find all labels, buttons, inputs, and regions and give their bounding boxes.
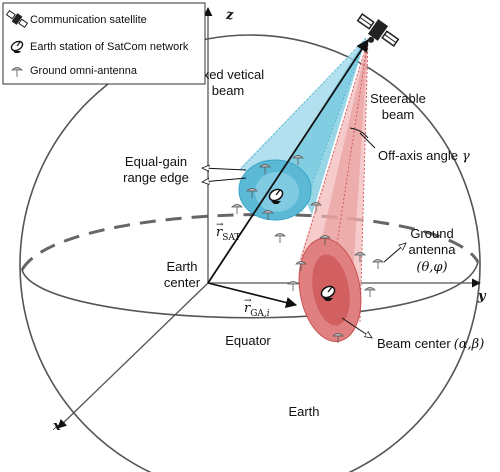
omni-antenna-icon	[319, 235, 331, 245]
ground-antenna-label-line1: Ground	[410, 226, 453, 241]
omni-antenna-icon	[262, 210, 274, 220]
off-axis-angle-arc	[349, 127, 369, 139]
legend-item-satellite: Communication satellite	[30, 14, 147, 26]
r-ga-main: r	[244, 301, 251, 316]
leader-lines	[202, 132, 406, 338]
r-sat-main: r	[216, 225, 223, 240]
omni-antenna-icon	[332, 333, 344, 343]
omni-antenna-icon	[295, 261, 307, 271]
fixed-beam-label-line1: Fixed vetical	[192, 67, 264, 82]
earth-sphere	[19, 34, 481, 472]
omni-antenna-icon	[292, 155, 304, 165]
beam-center-label: Beam center(α,β)	[377, 336, 484, 352]
steerable-beam	[298, 39, 369, 342]
omni-antenna-icon	[372, 259, 384, 269]
omni-antennas	[231, 155, 384, 343]
equal-gain-label-line1: Equal-gain	[125, 154, 187, 169]
r-ga-sub: GA,	[250, 309, 267, 319]
legend: Communication satellite Earth station of…	[2, 2, 206, 85]
satellite-icon	[5, 9, 29, 29]
earth-label: Earth	[288, 404, 319, 419]
earth-center-label-line1: Earth	[166, 259, 197, 274]
omni-antenna-icon	[354, 252, 366, 262]
steerable-beam-label-line1: Steerable	[370, 91, 426, 106]
omni-antenna-icon	[310, 202, 322, 212]
r-sat-vector	[207, 38, 369, 284]
omni-antenna-icon	[287, 281, 299, 291]
r-ga-vector	[207, 282, 298, 308]
omni-antenna-icon	[364, 287, 376, 297]
omni-antenna-icon	[274, 233, 286, 243]
equal-gain-label-line2: range edge	[123, 170, 189, 185]
ground-antenna-coords: (θ,φ)	[416, 260, 447, 275]
ground-antenna-label-line2: antenna	[409, 242, 457, 257]
y-axis-label: y	[477, 289, 487, 304]
off-axis-label: Off-axis angle γ	[378, 148, 470, 164]
r-sat-sub: SAT	[222, 233, 240, 243]
legend-item-earth-station: Earth station of SatCom network	[30, 41, 189, 53]
r-ga-index: i	[267, 309, 270, 319]
earth-center-label-line2: center	[164, 275, 201, 290]
r-sat-arrow: →	[216, 220, 224, 230]
steerable-beam-label-line2: beam	[382, 107, 415, 122]
equator-label: Equator	[225, 333, 271, 348]
beam-center-coords: (α,β)	[454, 337, 485, 352]
omni-antenna-icon	[11, 67, 23, 77]
earth-station-dish-icon	[320, 285, 336, 301]
r-ga-arrow: →	[244, 296, 252, 306]
omni-antenna-icon	[246, 188, 258, 198]
z-axis-label: z	[225, 8, 234, 23]
satellite-icon	[356, 13, 400, 47]
fixed-beam-label-line2: beam	[212, 83, 245, 98]
earth-station-dish-icon	[268, 188, 284, 204]
omni-antenna-icon	[231, 204, 243, 214]
off-axis-symbol: γ	[462, 149, 470, 164]
earth-station-dish-icon	[10, 40, 24, 53]
x-axis-label: x	[52, 419, 61, 434]
beam-center-text: Beam center	[377, 336, 451, 351]
r-sat-label: rSAT	[216, 225, 240, 243]
omni-antenna-icon	[259, 164, 271, 174]
r-ga-label: rGA,i	[244, 301, 270, 319]
legend-item-omni-antenna: Ground omni-antenna	[30, 65, 138, 77]
off-axis-text: Off-axis angle	[378, 148, 458, 163]
